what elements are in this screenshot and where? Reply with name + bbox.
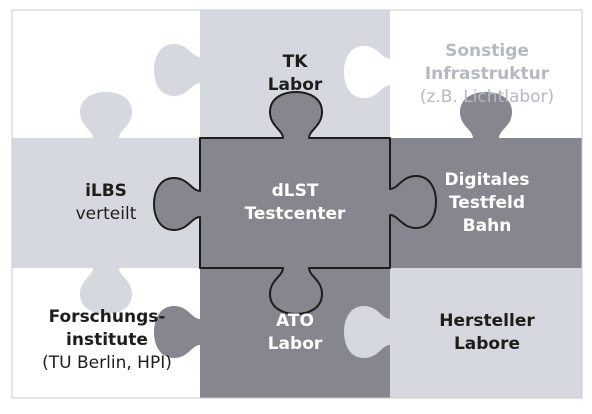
label-line: TK <box>282 52 308 72</box>
piece-ato-labor: ATO Labor <box>200 268 390 398</box>
knob-ilbs-up <box>80 92 132 138</box>
label-line: dLST <box>271 181 319 201</box>
frame-border <box>11 9 583 399</box>
label-line: Digitales <box>444 169 530 190</box>
knob-sonstige-left <box>344 46 390 98</box>
label-line: Infrastruktur <box>424 63 550 84</box>
label-line: Labor <box>267 334 323 354</box>
label-line: Bahn <box>462 215 512 236</box>
label-line: (TU Berlin, HPI) <box>42 352 172 373</box>
knob-tk-left <box>154 44 200 96</box>
label-line: Forschungs- <box>48 306 166 327</box>
piece-sonstige-infrastruktur: Sonstige Infrastruktur (z.B. Lichtlabor) <box>392 10 582 138</box>
piece-forschungsinstitute: Forschungs- institute (TU Berlin, HPI) <box>12 282 202 398</box>
label-line: iLBS <box>85 181 127 201</box>
label-line: institute <box>66 329 148 350</box>
knob-dlst-up <box>270 92 322 138</box>
label-line: Labore <box>453 334 521 354</box>
dlst-outline <box>153 91 437 315</box>
knob-digitales-up <box>460 92 512 138</box>
knob-dlst-right <box>390 176 436 228</box>
knob-ato-left <box>154 306 200 358</box>
knob-hersteller-left <box>344 306 390 358</box>
tile-dlst <box>200 138 390 268</box>
piece-hersteller-labore: Hersteller Labore <box>392 268 582 398</box>
knob-ilbs-down <box>80 268 132 314</box>
label-line: Testcenter <box>244 204 346 224</box>
piece-dlst-testcenter: dLST Testcenter <box>200 138 390 268</box>
piece-ilbs: iLBS verteilt <box>12 138 200 268</box>
tile-hersteller <box>390 268 582 398</box>
label-line: ATO <box>276 311 314 331</box>
label-line: Sonstige <box>445 40 529 61</box>
label-line: Hersteller <box>439 311 535 331</box>
piece-tk-labor: TK Labor <box>200 10 390 138</box>
piece-digitales-testfeld-bahn: Digitales Testfeld Bahn <box>392 138 582 268</box>
label-line: (z.B. Lichtlabor) <box>419 86 555 107</box>
label-line: verteilt <box>75 204 137 224</box>
label-line: Testfeld <box>448 192 526 213</box>
knob-dlst-left <box>154 178 200 230</box>
label-line: Labor <box>267 75 323 95</box>
knob-dlst-down <box>270 268 322 314</box>
puzzle-tiles <box>11 9 583 399</box>
